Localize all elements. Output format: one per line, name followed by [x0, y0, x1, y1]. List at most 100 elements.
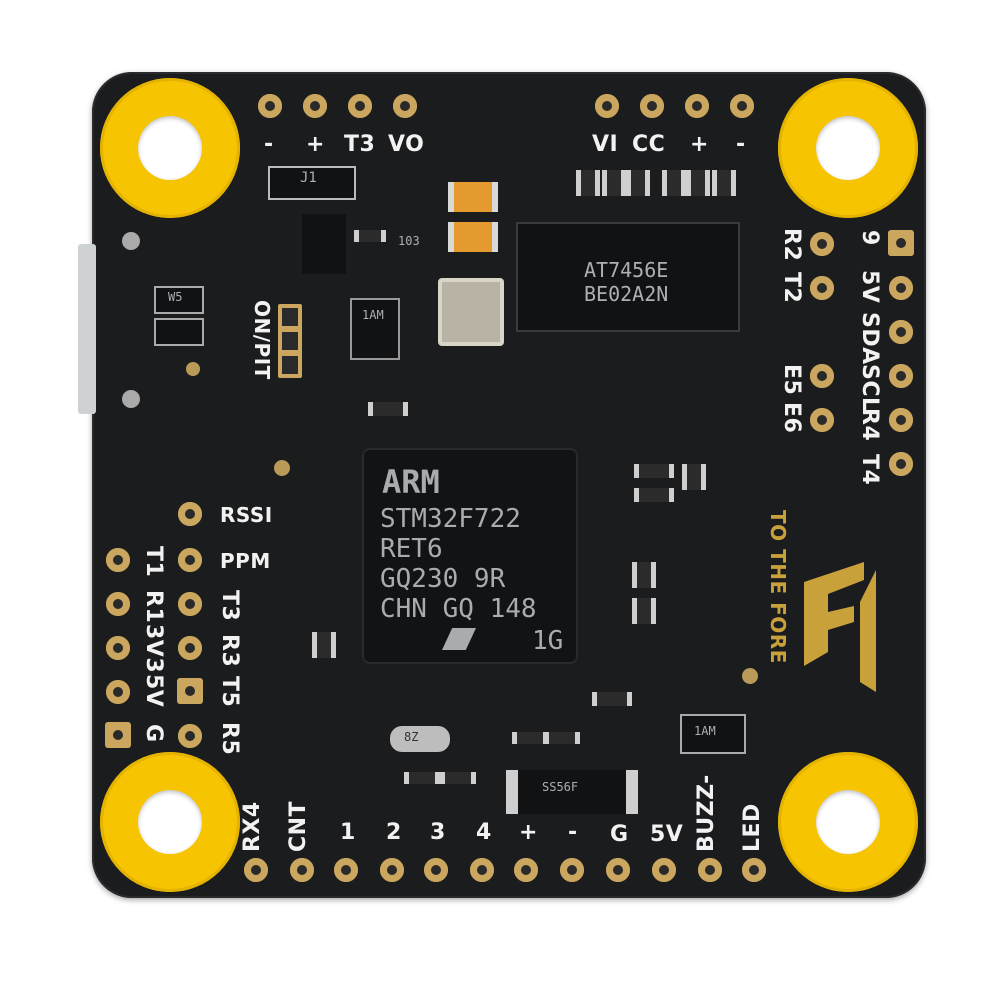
- left-pad-label: T3: [217, 590, 242, 622]
- left-pad: [178, 502, 202, 526]
- resistor: [626, 170, 650, 196]
- bottom-pad-label: 1: [340, 820, 356, 845]
- right-pad: [889, 408, 913, 432]
- resistor: [312, 632, 336, 658]
- regulator-chip: [302, 214, 346, 274]
- bottom-pad-label: -: [568, 820, 578, 845]
- bottom-pad: [652, 858, 676, 882]
- left-pad: [178, 592, 202, 616]
- bottom-pad: [606, 858, 630, 882]
- mcu-arm-logo: ARM: [382, 463, 440, 501]
- bottom-pad: [424, 858, 448, 882]
- bottom-pad-label: CNT: [286, 800, 311, 852]
- top-pad-label: VI: [592, 132, 619, 157]
- bottom-pad: [514, 858, 538, 882]
- left-pad-label: T1: [141, 546, 166, 578]
- right-pad: [889, 364, 913, 388]
- left-pad: [178, 724, 202, 748]
- st-logo-icon: [442, 628, 476, 650]
- right-pad-label: 5V: [857, 270, 882, 304]
- osd-chip-line: BE02A2N: [584, 282, 669, 306]
- resistor: [634, 488, 674, 502]
- top-pad: [393, 94, 417, 118]
- mcu-chip-line: CHN GQ 148: [380, 594, 537, 624]
- top-pad-label: VO: [388, 132, 425, 157]
- left-pad: [106, 548, 130, 572]
- via: [122, 390, 140, 408]
- via: [186, 362, 200, 376]
- top-pad-label: +: [306, 132, 325, 157]
- bottom-pad: [290, 858, 314, 882]
- crystal-oscillator: [438, 278, 504, 346]
- top-pad: [258, 94, 282, 118]
- right-pad-label: SCL: [857, 364, 882, 412]
- resistor: [686, 170, 710, 196]
- crystal-oscillator: [390, 726, 450, 752]
- right-pad-label: 9: [857, 230, 882, 246]
- tantalum-capacitor: [448, 222, 498, 252]
- top-pad-label: -: [264, 132, 274, 157]
- bottom-pad: [380, 858, 404, 882]
- osd-chip: [516, 222, 740, 332]
- bottom-pad: [470, 858, 494, 882]
- resistor: [682, 464, 706, 490]
- left-pad-label: 3V3: [141, 624, 166, 674]
- right-pad: [889, 320, 913, 344]
- chip-marking: 8Z: [404, 730, 419, 744]
- chip-marking: 1AM: [694, 724, 716, 738]
- resistor: [712, 170, 736, 196]
- left-pad: [105, 722, 131, 748]
- bottom-pad-label: RX4: [240, 801, 265, 852]
- left-pad-label: T5: [217, 676, 242, 708]
- resistor: [662, 170, 686, 196]
- left-pad: [178, 548, 202, 572]
- left-pad-label: PPM: [220, 549, 271, 573]
- left-pad: [106, 636, 130, 660]
- top-pad-label: -: [736, 132, 746, 157]
- resistor: [354, 230, 386, 242]
- top-pad-label: T3: [344, 132, 376, 157]
- right-pad-label: R2: [779, 228, 804, 262]
- right-pad-label: E5: [779, 364, 804, 396]
- right-pad-label: R4: [857, 408, 882, 442]
- chip-marking: J1: [300, 170, 317, 186]
- top-pad-label: CC: [632, 132, 666, 157]
- transistor: [680, 714, 746, 754]
- brand-text: TO THE FORE: [766, 510, 790, 664]
- right-pad: [889, 276, 913, 300]
- brand-logo-icon: [804, 562, 876, 692]
- top-pad: [685, 94, 709, 118]
- bottom-pad: [742, 858, 766, 882]
- top-pad-label: +: [690, 132, 709, 157]
- left-pad: [106, 592, 130, 616]
- chip-marking: 1AM: [362, 308, 384, 322]
- left-pad-label: RSSI: [220, 503, 273, 527]
- via: [274, 460, 290, 476]
- transistor: [154, 318, 204, 346]
- transistor: [154, 286, 204, 314]
- resistor: [634, 464, 674, 478]
- via: [742, 668, 758, 684]
- switch-pads: [278, 304, 302, 378]
- flight-controller-board: - + T3 VO VI CC + - T2 R2 E5 E6 9 5V SDA…: [78, 72, 926, 898]
- bottom-pad-label: LED: [740, 803, 765, 852]
- left-pad: [177, 678, 203, 704]
- left-pad-label: R3: [217, 634, 242, 668]
- resistor: [440, 772, 476, 784]
- mcu-chip-line: STM32F722: [380, 504, 521, 534]
- switch-label: ON/PIT: [250, 300, 274, 380]
- resistor: [592, 692, 632, 706]
- bottom-pad: [560, 858, 584, 882]
- tantalum-capacitor: [448, 182, 498, 212]
- bottom-pad-label: 2: [386, 820, 402, 845]
- right-pad: [888, 230, 914, 256]
- right-pad: [889, 452, 913, 476]
- bottom-pad-label: BUZZ-: [694, 774, 719, 852]
- mcu-chip: [364, 450, 576, 662]
- bottom-pad-label: +: [519, 820, 538, 845]
- left-pad: [178, 636, 202, 660]
- resistor: [512, 732, 548, 744]
- resistor: [576, 170, 600, 196]
- regulator-chip: [350, 298, 400, 360]
- bottom-pad: [244, 858, 268, 882]
